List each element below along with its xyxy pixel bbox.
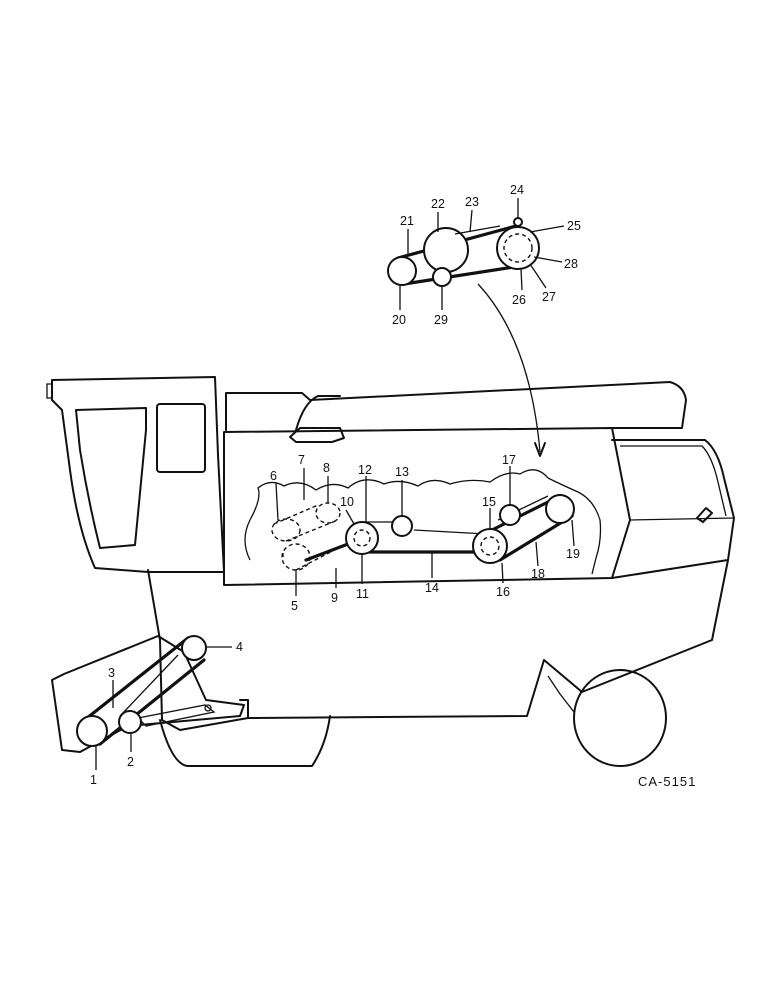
callout-18: 18 bbox=[531, 567, 545, 581]
feeder-arm bbox=[136, 704, 216, 727]
pulley-8 bbox=[315, 502, 341, 524]
cab-corner bbox=[46, 383, 52, 399]
belt-3 bbox=[80, 636, 206, 746]
callout-22: 22 bbox=[431, 197, 445, 211]
figure-code: CA-5151 bbox=[638, 774, 696, 789]
spout bbox=[289, 427, 345, 443]
grain-tank bbox=[225, 381, 687, 431]
pulley-2 bbox=[118, 710, 142, 734]
rear-hood-inner bbox=[620, 445, 727, 517]
callout-1: 1 bbox=[90, 773, 97, 787]
callout-25: 25 bbox=[567, 219, 581, 233]
cutaway-edge bbox=[244, 469, 602, 575]
cab-window-right bbox=[156, 403, 206, 473]
pulley-4 bbox=[181, 635, 207, 661]
rear-wheel bbox=[573, 669, 667, 767]
pulley-1 bbox=[76, 715, 108, 747]
pulley-16 bbox=[472, 528, 508, 564]
callout-7: 7 bbox=[298, 453, 305, 467]
callout-12: 12 bbox=[358, 463, 372, 477]
drive-system bbox=[271, 494, 575, 571]
callout-8: 8 bbox=[323, 461, 330, 475]
callout-20: 20 bbox=[392, 313, 406, 327]
pulley-11 bbox=[345, 521, 379, 555]
pulley-13 bbox=[391, 515, 413, 537]
callout-2: 2 bbox=[127, 755, 134, 769]
pulley-20 bbox=[387, 256, 417, 286]
feeder-house bbox=[51, 635, 245, 753]
callout-13: 13 bbox=[395, 465, 409, 479]
callout-4: 4 bbox=[236, 640, 243, 654]
callout-15: 15 bbox=[482, 495, 496, 509]
pulley-19 bbox=[545, 494, 575, 524]
unloading-auger bbox=[295, 395, 341, 431]
detail-view bbox=[387, 217, 540, 287]
lower-body bbox=[147, 559, 729, 731]
combine-body bbox=[46, 376, 735, 767]
pulley-17 bbox=[499, 504, 521, 526]
callout-26: 26 bbox=[512, 293, 526, 307]
pulley-29 bbox=[432, 267, 452, 287]
callout-17: 17 bbox=[502, 453, 516, 467]
rear-hood bbox=[611, 439, 735, 579]
callout-labels: 1 2 3 4 5 6 7 8 9 10 11 12 13 14 15 16 1… bbox=[90, 183, 581, 787]
callout-9: 9 bbox=[331, 591, 338, 605]
pulley-5 bbox=[281, 543, 311, 571]
side-panel bbox=[223, 427, 631, 586]
cab-window-left bbox=[75, 407, 147, 549]
callout-27: 27 bbox=[542, 290, 556, 304]
feeder-drive bbox=[76, 635, 207, 747]
callout-24: 24 bbox=[510, 183, 524, 197]
pulley-22 bbox=[423, 227, 469, 273]
callout-23: 23 bbox=[465, 195, 479, 209]
leader-lines bbox=[95, 198, 575, 770]
belt-9 bbox=[304, 542, 350, 562]
detail-arrow bbox=[477, 283, 541, 453]
callout-19: 19 bbox=[566, 547, 580, 561]
cab-outline bbox=[51, 376, 225, 573]
callout-11: 11 bbox=[356, 587, 369, 601]
lower-body-bottom bbox=[239, 699, 249, 719]
callout-10: 10 bbox=[340, 495, 354, 509]
pulley-6 bbox=[271, 518, 301, 542]
front-wheel bbox=[159, 715, 331, 767]
callout-5: 5 bbox=[291, 599, 298, 613]
detail-arrowhead bbox=[534, 442, 546, 457]
callout-14: 14 bbox=[425, 581, 439, 595]
callout-16: 16 bbox=[496, 585, 510, 599]
callout-6: 6 bbox=[270, 469, 277, 483]
callout-3: 3 bbox=[108, 666, 115, 680]
callout-29: 29 bbox=[434, 313, 448, 327]
callout-21: 21 bbox=[400, 214, 414, 228]
callout-28: 28 bbox=[564, 257, 578, 271]
rear-vent bbox=[696, 507, 713, 523]
